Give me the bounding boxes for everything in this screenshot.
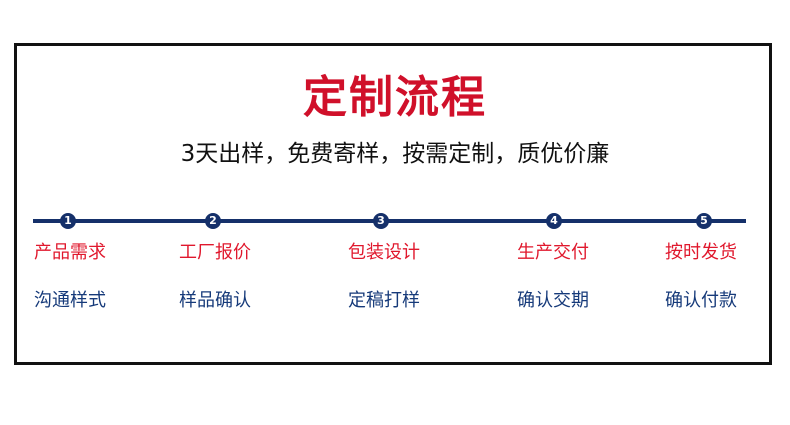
process-frame [14,43,772,365]
step-5-stage: 按时发货 [665,242,737,263]
step-5-marker: 5 [696,213,712,229]
step-4-marker: 4 [546,213,562,229]
step-4-action: 确认交期 [517,290,589,311]
step-2-stage: 工厂报价 [179,242,251,263]
page-title: 定制流程 [303,72,487,123]
step-1-marker: 1 [60,213,76,229]
step-2-action: 样品确认 [179,290,251,311]
step-4-stage: 生产交付 [517,242,589,263]
page-subtitle: 3天出样，免费寄样，按需定制，质优价廉 [180,141,610,167]
step-3-stage: 包装设计 [348,242,420,263]
step-1-stage: 产品需求 [34,242,106,263]
step-3-action: 定稿打样 [348,290,420,311]
timeline-line [33,219,746,223]
step-5-action: 确认付款 [665,290,737,311]
step-2-marker: 2 [205,213,221,229]
step-3-marker: 3 [373,213,389,229]
step-1-action: 沟通样式 [34,290,106,311]
